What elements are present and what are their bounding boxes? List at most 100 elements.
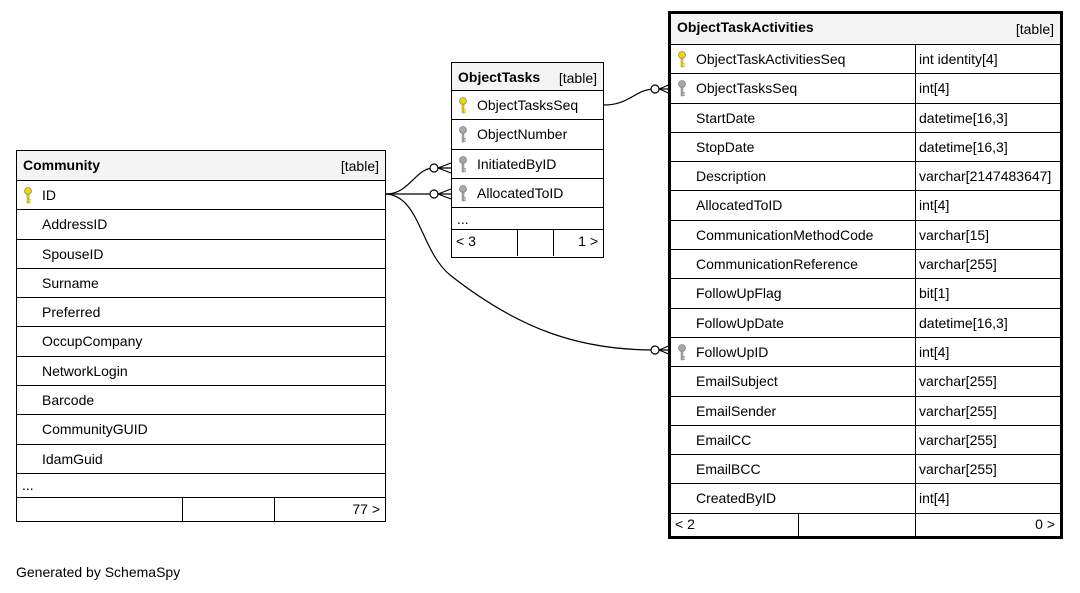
primary-key-icon: [23, 187, 33, 205]
column-row[interactable]: NetworkLogin: [17, 357, 385, 387]
primary-key-icon: [677, 51, 687, 69]
column-row[interactable]: CommunicationMethodCode varchar[15]: [671, 220, 1060, 251]
primary-key-icon: [458, 97, 468, 115]
column-row[interactable]: Surname: [17, 269, 385, 299]
generated-by-credit: Generated by SchemaSpy: [16, 564, 181, 580]
column-row[interactable]: FollowUpDate datetime[16,3]: [671, 308, 1060, 338]
column-name: IdamGuid: [42, 450, 103, 467]
column-name: InitiatedByID: [477, 155, 557, 172]
column-name: ObjectTasksSeq: [696, 80, 798, 97]
column-name: EmailSender: [696, 402, 777, 419]
column-type: int[4]: [919, 197, 950, 214]
column-row[interactable]: InitiatedByID: [452, 150, 603, 179]
column-name: StopDate: [696, 138, 755, 155]
optional-marker: [650, 84, 660, 94]
column-row[interactable]: CommunityGUID: [17, 415, 385, 445]
column-row[interactable]: EmailBCC varchar[255]: [671, 455, 1060, 485]
column-row[interactable]: ObjectNumber: [452, 120, 603, 150]
column-row[interactable]: ID: [17, 181, 385, 211]
rel-community-followupid: [385, 193, 656, 351]
object-task-activities-table[interactable]: ObjectTaskActivities [table] ObjectTaskA…: [668, 11, 1063, 539]
column-type: varchar[255]: [919, 431, 997, 448]
parents-count[interactable]: < 2: [675, 515, 695, 532]
foreign-key-icon: [458, 126, 468, 144]
column-name: FollowUpID: [696, 343, 769, 360]
table-name: ObjectTasks: [458, 69, 541, 85]
table-header: ObjectTaskActivities [table]: [671, 14, 1060, 45]
column-row[interactable]: SpouseID: [17, 240, 385, 269]
table-name: ObjectTaskActivities: [677, 19, 814, 35]
rel-community-initiatedby: [385, 167, 435, 195]
column-name: CommunicationReference: [696, 256, 858, 273]
column-name: AllocatedToID: [696, 197, 783, 214]
foreign-key-icon: [677, 344, 687, 362]
more-columns: ...: [17, 474, 385, 498]
column-type: datetime[16,3]: [919, 109, 1008, 126]
column-name: ID: [42, 187, 56, 203]
column-name: AllocatedToID: [477, 184, 564, 201]
column-row[interactable]: FollowUpFlag bit[1]: [671, 279, 1060, 309]
column-name: Surname: [42, 274, 99, 291]
column-row[interactable]: EmailSender varchar[255]: [671, 396, 1060, 426]
column-type: datetime[16,3]: [919, 314, 1008, 331]
foreign-key-icon: [458, 155, 468, 174]
column-row[interactable]: CommunicationReference varchar[255]: [671, 250, 1060, 280]
column-row[interactable]: StartDate datetime[16,3]: [671, 103, 1060, 133]
column-name: EmailCC: [696, 431, 752, 448]
column-row[interactable]: OccupCompany: [17, 327, 385, 357]
column-type: int[4]: [919, 490, 950, 507]
table-footer: < 2 0 >: [671, 513, 1060, 536]
parents-count[interactable]: < 3: [456, 233, 476, 250]
column-type: varchar[255]: [919, 373, 997, 390]
column-row[interactable]: CreatedByID int[4]: [671, 484, 1060, 514]
column-type: int[4]: [919, 343, 950, 360]
column-type: varchar[255]: [919, 402, 997, 419]
column-name: FollowUpDate: [696, 314, 784, 331]
column-row[interactable]: IdamGuid: [17, 445, 385, 474]
optional-marker: [650, 345, 660, 355]
column-name: OccupCompany: [42, 333, 143, 350]
column-row[interactable]: EmailCC varchar[255]: [671, 425, 1060, 456]
column-name: FollowUpFlag: [696, 285, 782, 302]
children-count[interactable]: 0 >: [1035, 515, 1055, 532]
column-name: CreatedByID: [696, 490, 777, 507]
column-name: CommunityGUID: [42, 421, 148, 438]
column-name: SpouseID: [42, 245, 104, 262]
column-row[interactable]: Preferred: [17, 298, 385, 328]
children-count[interactable]: 1 >: [578, 233, 598, 250]
column-row[interactable]: StopDate datetime[16,3]: [671, 132, 1060, 163]
column-row[interactable]: AllocatedToID: [452, 179, 603, 209]
column-type: bit[1]: [919, 285, 950, 302]
column-type: int identity[4]: [919, 51, 998, 67]
column-type: varchar[15]: [919, 226, 990, 243]
community-table[interactable]: Community [table] ID AddressID SpouseID Sur…: [16, 150, 386, 522]
table-name: Community: [23, 157, 100, 173]
table-type: [table]: [1015, 21, 1054, 37]
column-type: datetime[16,3]: [919, 138, 1008, 155]
column-row[interactable]: ObjectTasksSeq int[4]: [671, 74, 1060, 104]
column-type: varchar[255]: [919, 461, 997, 478]
table-header: ObjectTasks [table]: [452, 63, 603, 91]
column-name: EmailBCC: [696, 461, 761, 478]
column-row[interactable]: FollowUpID int[4]: [671, 337, 1060, 368]
table-type: [table]: [340, 158, 379, 174]
column-name: NetworkLogin: [42, 362, 128, 379]
column-name: StartDate: [696, 109, 756, 126]
column-type: int[4]: [919, 80, 950, 97]
column-name: ObjectNumber: [477, 126, 568, 143]
table-header: Community [table]: [17, 151, 385, 181]
column-row[interactable]: Barcode: [17, 386, 385, 416]
column-row[interactable]: AddressID: [17, 210, 385, 240]
children-count[interactable]: 77 >: [352, 500, 380, 517]
column-row[interactable]: AllocatedToID int[4]: [671, 191, 1060, 221]
column-type: varchar[255]: [919, 256, 997, 273]
more-columns: ...: [452, 208, 603, 231]
column-row[interactable]: ObjectTasksSeq: [452, 91, 603, 121]
column-name: CommunicationMethodCode: [696, 226, 874, 243]
foreign-key-icon: [458, 185, 468, 203]
column-name: Preferred: [42, 304, 101, 321]
